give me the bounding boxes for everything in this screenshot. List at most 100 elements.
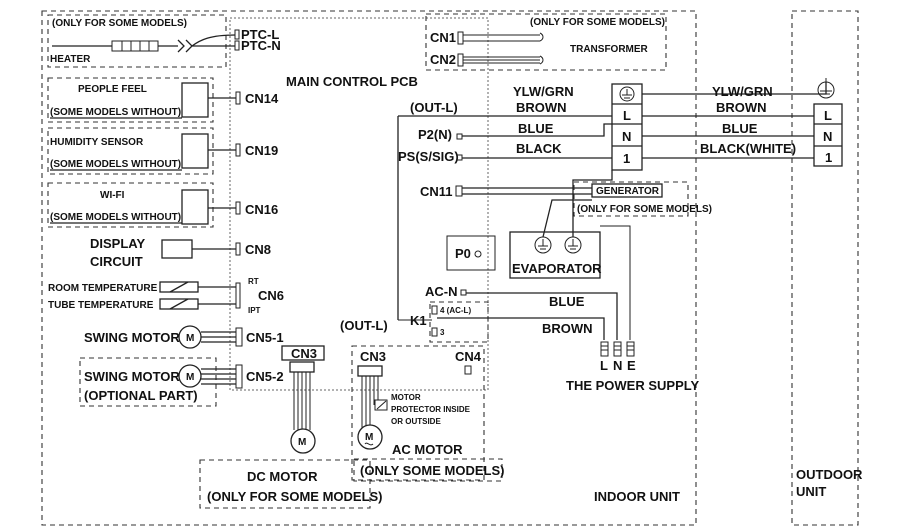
heater-label: HEATER [50, 54, 91, 65]
ac-motor-block: CN3 CN4 MOTOR PROTECTOR INSIDE OR OUTSID… [351, 345, 504, 482]
ipt-label: IPT [248, 306, 261, 315]
supply-blue: BLUE [549, 294, 585, 309]
indoor-unit-frame [41, 10, 697, 526]
cn5-1-port: CN5-1 [246, 330, 284, 345]
cn5-2-port: CN5-2 [246, 369, 284, 384]
transformer-block: (ONLY FOR SOME MODELS) CN1 CN2 TRANSFORM… [425, 13, 667, 71]
wifi-note: (SOME MODELS WITHOUT) [50, 212, 181, 223]
out-l-label: (OUT-L) [410, 100, 458, 115]
cn16-port: CN16 [245, 202, 278, 217]
evaporator-label: EVAPORATOR [512, 261, 602, 276]
swing-motor-2-block: SWING MOTOR (OPTIONAL PART) M CN5-2 [79, 357, 284, 407]
power-supply-block: AC-N BLUE BROWN K1 4 (AC-L) 3 (OUT-L) L … [340, 284, 699, 393]
people-feel-note: (SOME MODELS WITHOUT) [50, 107, 181, 118]
ac-motor-protector-2: PROTECTOR INSIDE [391, 405, 471, 414]
wifi-block: WI-FI (SOME MODELS WITHOUT) CN16 [47, 182, 278, 228]
dc-motor-label: DC MOTOR [247, 469, 318, 484]
outdoor-unit-label-2: UNIT [796, 484, 826, 499]
humidity-sensor-label: HUMIDITY SENSOR [50, 137, 144, 148]
ac-motor-protector-1: MOTOR [391, 393, 421, 402]
swing-motor-1-block: SWING MOTOR M CN5-1 [84, 325, 284, 349]
swing-motor-2-label: SWING MOTOR [84, 369, 180, 384]
terminal-l: L [623, 108, 631, 123]
supply-e: E [627, 358, 636, 373]
cn11-port: CN11 [420, 184, 453, 199]
cn1-port: CN1 [430, 30, 456, 45]
swing-motor-1-label: SWING MOTOR [84, 330, 180, 345]
cn8-port: CN8 [245, 242, 271, 257]
humidity-sensor-note: (SOME MODELS WITHOUT) [50, 159, 181, 170]
heater-block: (ONLY FOR SOME MODELS) HEATER PTC-L PTC-… [47, 14, 281, 68]
ac-motor-protector-3: OR OUTSIDE [391, 417, 441, 426]
wire-brown: BROWN [516, 100, 567, 115]
ac-motor-m: M [365, 432, 373, 443]
supply-plugs [600, 341, 635, 357]
generator-evaporator-block: CN11 GENERATOR (ONLY FOR SOME MODELS) EV… [420, 170, 712, 340]
cn19-port: CN19 [245, 143, 278, 158]
cn14-port: CN14 [245, 91, 279, 106]
power-supply-label: THE POWER SUPPLY [566, 378, 699, 393]
tube-temperature-label: TUBE TEMPERATURE [48, 300, 154, 311]
swing-motor-2-note: (OPTIONAL PART) [84, 388, 198, 403]
outdoor-terminal-block: L N 1 [642, 78, 843, 167]
p0-label: P0 [455, 246, 471, 261]
display-label-2: CIRCUIT [90, 254, 143, 269]
dc-motor-note: (ONLY FOR SOME MODELS) [207, 489, 383, 504]
acn-label: AC-N [425, 284, 458, 299]
swing-motor-1-m: M [186, 333, 194, 344]
p2n-label: P2(N) [418, 127, 452, 142]
wire-ylwgrn-right: YLW/GRN [712, 84, 773, 99]
ptc-l-label: PTC-L [241, 27, 279, 42]
wire-black: BLACK [516, 141, 562, 156]
people-feel-block: PEOPLE FEEL (SOME MODELS WITHOUT) CN14 [47, 77, 279, 123]
transformer-note: (ONLY FOR SOME MODELS) [530, 17, 665, 28]
transformer-label: TRANSFORMER [570, 44, 649, 55]
indoor-unit-label: INDOOR UNIT [594, 489, 680, 504]
terminal-n: N [622, 129, 631, 144]
indoor-terminal-block: L N 1 [611, 83, 643, 171]
display-circuit-block: DISPLAY CIRCUIT CN8 [90, 236, 271, 269]
out-l-label-2: (OUT-L) [340, 318, 388, 333]
outdoor-terminal-1: 1 [825, 150, 832, 165]
outdoor-terminal-l: L [824, 108, 832, 123]
supply-l: L [600, 358, 608, 373]
ac-motor-note: (ONLY SOME MODELS) [360, 463, 504, 478]
supply-n: N [613, 358, 622, 373]
main-control-pcb-label: MAIN CONTROL PCB [286, 74, 418, 89]
wire-brown-right: BROWN [716, 100, 767, 115]
generator-label: GENERATOR [596, 186, 660, 197]
main-control-pcb-frame [229, 17, 489, 391]
k1-pin4: 4 (AC-L) [440, 306, 471, 315]
outdoor-terminal-n: N [823, 129, 832, 144]
outdoor-unit-frame [791, 10, 859, 526]
ac-motor-port: CN3 [360, 349, 386, 364]
terminal-1: 1 [623, 151, 630, 166]
temperature-sensors-block: ROOM TEMPERATURE TUBE TEMPERATURE RT CN6… [48, 277, 284, 315]
ptc-n-label: PTC-N [241, 38, 281, 53]
dc-motor-block: CN3 M DC MOTOR (ONLY FOR SOME MODELS) [199, 345, 383, 509]
wire-black-white: BLACK(WHITE) [700, 141, 796, 156]
wire-blue-right: BLUE [722, 121, 758, 136]
ac-motor-port-cn4: CN4 [455, 349, 482, 364]
room-temperature-label: ROOM TEMPERATURE [48, 283, 158, 294]
main-wiring: YLW/GRN (OUT-L) BROWN BLUE BLACK P2(N) P… [397, 84, 814, 320]
k1-pin3: 3 [440, 328, 445, 337]
supply-brown: BROWN [542, 321, 593, 336]
generator-note: (ONLY FOR SOME MODELS) [577, 204, 712, 215]
swing-motor-2-m: M [186, 372, 194, 383]
wire-blue: BLUE [518, 121, 554, 136]
ac-motor-label: AC MOTOR [392, 442, 463, 457]
heater-note: (ONLY FOR SOME MODELS) [52, 18, 187, 29]
humidity-sensor-block: HUMIDITY SENSOR (SOME MODELS WITHOUT) CN… [47, 127, 278, 175]
outdoor-unit-label-1: OUTDOOR [796, 467, 863, 482]
wire-ylwgrn: YLW/GRN [513, 84, 574, 99]
rt-label: RT [248, 277, 259, 286]
dc-motor-port: CN3 [291, 346, 317, 361]
display-label-1: DISPLAY [90, 236, 145, 251]
cn2-port: CN2 [430, 52, 456, 67]
people-feel-label: PEOPLE FEEL [78, 84, 147, 95]
ps-label: PS(S/SIG) [398, 149, 459, 164]
dc-motor-m: M [298, 437, 306, 448]
